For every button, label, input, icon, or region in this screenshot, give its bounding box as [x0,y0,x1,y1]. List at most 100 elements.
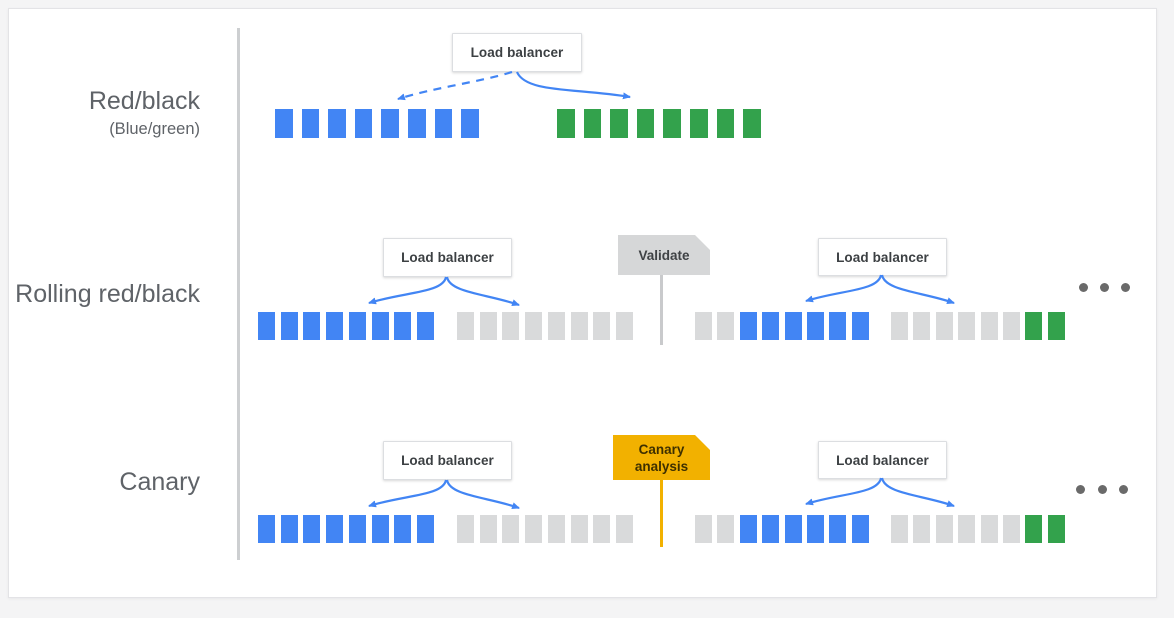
validate-tag: Validate [618,235,710,275]
server-square-blue [280,312,298,340]
load-balancer-label: Load balancer [836,249,929,265]
server-square-blue [762,312,780,340]
server-square-blue [739,515,757,543]
server-square-gray [958,515,976,543]
server-square-gray [593,515,611,543]
server-square-gray [935,515,953,543]
ellipsis-dot [1099,282,1109,292]
load-balancer-label: Load balancer [401,453,494,468]
server-square-gray [958,312,976,340]
server-square-blue [829,515,847,543]
server-square-blue [275,109,293,138]
server-square-gray [1003,312,1020,340]
server-square-blue [461,109,479,138]
server-square-gray [547,515,565,543]
server-square-gray [525,515,543,543]
server-square-gray [502,515,520,543]
ellipsis-dot [1097,484,1107,494]
server-square-gray [570,515,588,543]
row-label-text: Canary [119,468,200,496]
server-square-blue [371,312,389,340]
server-square-blue [416,312,434,340]
canary-analysis-tag-label-line: analysis [634,458,689,474]
server-square-gray [980,515,998,543]
server-square-green [663,109,681,138]
server-square-blue [326,515,344,543]
server-square-blue [807,312,824,340]
server-square-blue [394,312,412,340]
server-square-blue [381,109,399,138]
server-square-gray [980,312,998,340]
server-square-green [743,109,761,138]
validate-tag-label-line: Validate [638,247,690,263]
server-square-green [1025,515,1043,543]
server-square-gray [891,312,908,340]
server-square-blue [371,515,389,543]
divider-line [237,28,240,560]
server-square-gray [502,312,520,340]
canary-analysis-tag-stem [660,480,663,547]
server-square-blue [851,515,869,543]
server-square-blue [784,515,802,543]
server-square-blue [739,312,757,340]
server-square-blue [416,515,434,543]
server-square-blue [434,109,453,138]
server-square-blue [258,312,275,340]
server-square-green [610,109,628,138]
server-square-blue [303,312,321,340]
server-square-blue [354,109,373,138]
load-balancer-box: Load balancer [452,33,582,72]
server-square-green [1047,312,1065,340]
server-square-gray [593,312,611,340]
server-square-gray [1003,515,1020,543]
server-square-gray [717,312,735,340]
server-square-blue [851,312,869,340]
row-sublabel-text: (Blue/green) [109,120,200,138]
load-balancer-box: Load balancer [383,441,512,480]
server-square-green [1025,312,1043,340]
server-square-gray [547,312,565,340]
ellipsis-dot [1075,484,1085,494]
load-balancer-box: Load balancer [818,441,947,479]
server-square-blue [258,515,275,543]
server-square-green [583,109,602,138]
server-square-blue [348,312,366,340]
row-label-text: Rolling red/black [15,280,200,308]
server-square-green [636,109,655,138]
server-square-blue [762,515,780,543]
server-square-blue [348,515,366,543]
row-label-red-black: Red/black (Blue/green) [89,89,200,139]
load-balancer-box: Load balancer [383,238,512,277]
row-label-rolling-red-black: Rolling red/black [15,282,200,307]
server-square-gray [891,515,908,543]
server-square-gray [615,312,633,340]
server-square-gray [479,515,497,543]
load-balancer-label: Load balancer [401,250,494,265]
ellipsis-dot [1120,282,1130,292]
server-square-blue [301,109,320,138]
server-square-green [690,109,708,138]
canary-analysis-tag-label-line: Canary [638,441,685,457]
server-square-gray [913,515,931,543]
ellipsis-dot [1078,282,1088,292]
server-square-blue [328,109,346,138]
server-square-gray [570,312,588,340]
row-label-canary: Canary [119,470,200,495]
server-square-gray [717,515,735,543]
diagram-card [8,8,1157,598]
server-square-blue [303,515,321,543]
server-square-gray [695,312,712,340]
load-balancer-box: Load balancer [818,238,947,276]
server-square-green [557,109,575,138]
server-square-gray [615,515,633,543]
server-square-gray [457,312,474,340]
server-square-blue [326,312,344,340]
server-square-gray [479,312,497,340]
server-square-blue [280,515,298,543]
server-square-blue [829,312,847,340]
server-square-green [716,109,735,138]
server-square-green [1047,515,1065,543]
server-square-gray [457,515,474,543]
